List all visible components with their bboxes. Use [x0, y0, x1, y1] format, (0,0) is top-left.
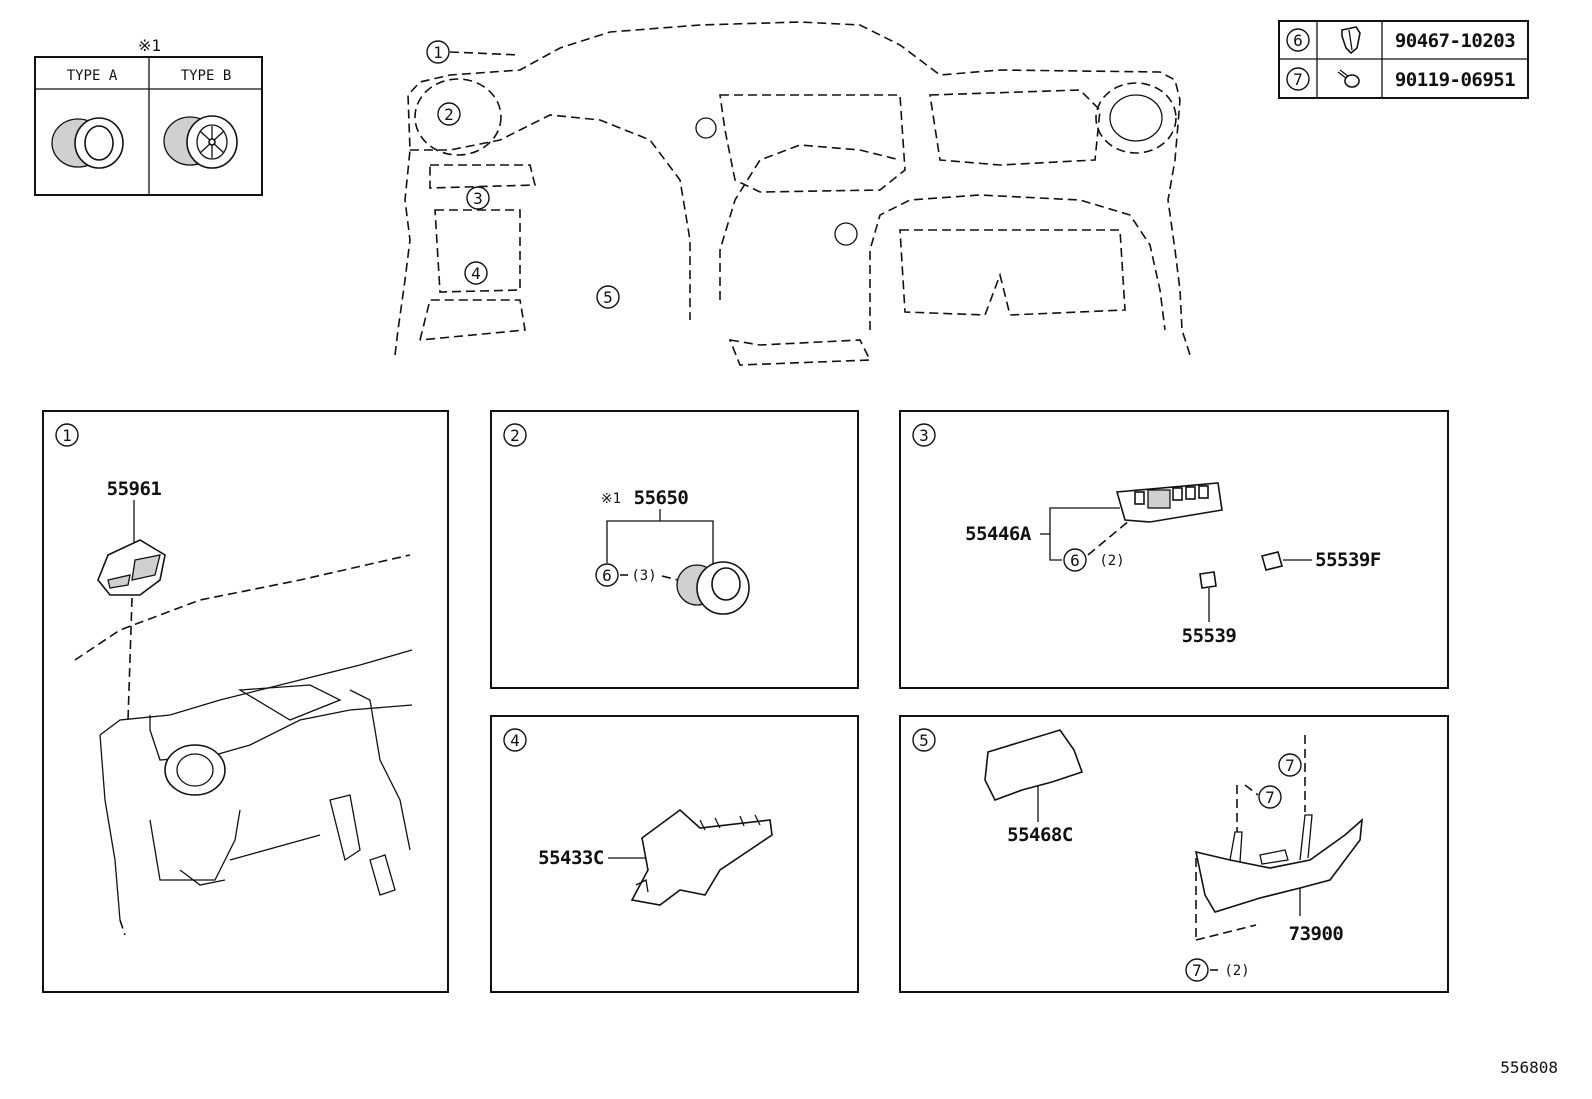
- switch-55539F-drawing: [1261, 551, 1283, 571]
- fastener-part-no-7: 90119-06951: [1395, 69, 1515, 91]
- panel-5-fastener-ref-bottom: 7: [1192, 961, 1202, 980]
- panel-5: 5 55468C 7 7 73900 7 (2): [899, 715, 1449, 993]
- part-55539: 55539: [1182, 625, 1237, 647]
- panel-5-qty: (2): [1224, 963, 1249, 979]
- panel-3-fastener-ref: 6: [1070, 551, 1080, 570]
- fastener-part-no-6: 90467-10203: [1395, 30, 1515, 52]
- fastener-ref-6: 6: [1293, 31, 1303, 50]
- panel-3-ref: 3: [919, 426, 929, 445]
- panel-2-ref: 2: [510, 426, 520, 445]
- fastener-ref-7: 7: [1293, 70, 1303, 89]
- type-legend: ※1 TYPE A TYPE B: [34, 36, 263, 196]
- overview-callout-4: 4: [471, 264, 481, 283]
- panel-2: 2 ※1 55650 6 (3): [490, 410, 859, 689]
- part-55650: 55650: [634, 487, 689, 509]
- panel-2-note: ※1: [601, 491, 621, 507]
- instrument-panel-overview: 1 2 3 4 5: [394, 21, 1191, 366]
- type-b-label: TYPE B: [181, 68, 232, 84]
- overview-callout-5: 5: [603, 288, 613, 307]
- legend-note-mark: ※1: [138, 36, 161, 55]
- screw-icon: [1337, 69, 1360, 88]
- diagram-id: 556808: [1500, 1058, 1558, 1077]
- panel-4-ref: 4: [510, 731, 520, 750]
- cover-55468C-drawing: [984, 729, 1084, 801]
- panel-3: 3 55446A 6 (2) 55539F 55539: [899, 410, 1449, 689]
- panel-2-fastener-ref: 6: [602, 566, 612, 585]
- switch-55539-drawing: [1199, 571, 1217, 589]
- part-73900: 73900: [1289, 923, 1344, 945]
- clip-icon: [1341, 26, 1361, 55]
- type-a-vent-icon: [51, 117, 124, 169]
- lower-panel-73900-drawing: [1194, 814, 1363, 913]
- part-55539F: 55539F: [1315, 549, 1381, 571]
- switch-panel-55446A-drawing: [1115, 482, 1223, 523]
- part-55446A: 55446A: [965, 523, 1032, 545]
- part-55468C: 55468C: [1007, 824, 1073, 846]
- panel-5-ref: 5: [919, 731, 929, 750]
- panel-1-ref: 1: [62, 426, 72, 445]
- panel-5-fastener-ref-top: 7: [1285, 756, 1295, 775]
- overview-callout-3: 3: [473, 189, 483, 208]
- fastener-table: 6 7 90467-10203 90119-06951: [1278, 20, 1529, 99]
- part-55433C: 55433C: [538, 847, 604, 869]
- part-55961: 55961: [107, 478, 162, 500]
- cover-55433C-drawing: [630, 808, 773, 906]
- overview-callout-1: 1: [433, 43, 443, 62]
- panel-2-qty: (3): [631, 568, 656, 584]
- vent-55650-drawing: [676, 561, 750, 615]
- overview-callout-2: 2: [444, 105, 454, 124]
- type-b-vent-icon: [163, 115, 238, 169]
- panel-1: 1 55961: [42, 410, 449, 993]
- panel-4: 4 55433C: [490, 715, 859, 993]
- type-a-label: TYPE A: [67, 68, 118, 84]
- panel-5-fastener-ref-mid: 7: [1265, 788, 1275, 807]
- panel-3-qty: (2): [1099, 553, 1124, 569]
